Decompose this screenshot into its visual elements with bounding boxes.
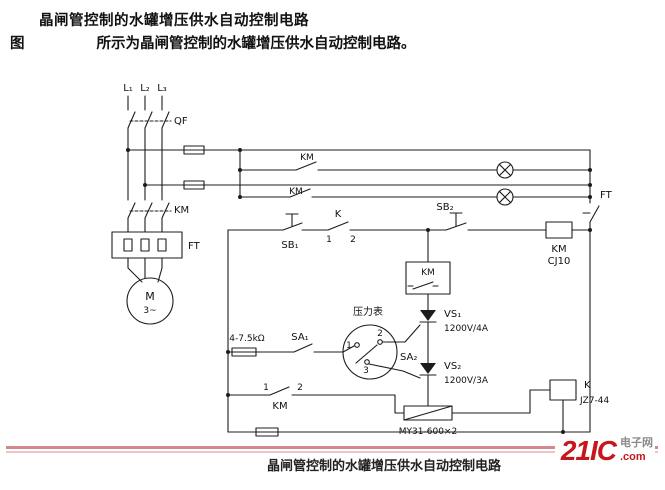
label-bottom-terminal-2: 2: [297, 383, 303, 393]
label-gauge-terminal-1: 1: [346, 341, 352, 351]
label-resistor-range: 4-7.5kΩ: [229, 334, 264, 344]
pressure-gauge: [342, 324, 398, 380]
fuse-3: [255, 427, 279, 437]
thermal-relay-ft: [111, 231, 183, 259]
lamp-row-2: [239, 188, 591, 206]
vs2-gate-wire: [368, 363, 421, 379]
label-terminal-1: 1: [326, 235, 332, 245]
page-title: 晶闸管控制的水罐增压供水自动控制电路: [39, 13, 309, 29]
supply-rail-2: [144, 180, 591, 190]
label-switch-sa1: SA₁: [291, 332, 308, 343]
contactor-coil-km: [545, 221, 573, 239]
label-switch-sa2: SA₂: [400, 352, 417, 363]
label-varistor-my31: MY31-600×2: [399, 427, 457, 437]
label-motor-phases: 3~: [143, 306, 156, 316]
fuse-2: [183, 180, 205, 190]
label-relay-coil-k: K: [584, 380, 591, 391]
supply-rail-1: [127, 145, 591, 155]
resistor-branch: [227, 343, 344, 357]
thyristor-vs1: [381, 310, 437, 364]
label-thyristor-vs1: VS₁: [444, 309, 461, 320]
label-pressure-gauge: 压力表: [353, 305, 383, 318]
label-thyristor-vs2-rating: 1200V/3A: [444, 376, 489, 386]
thyristor-vs2: [368, 363, 437, 407]
label-stop-button-sb1: SB₁: [281, 240, 298, 251]
bottom-rail: [227, 427, 591, 437]
label-selfhold-contact-km: KM: [421, 268, 435, 278]
label-bottom-terminal-1: 1: [263, 383, 269, 393]
indicator-lamp-1: [496, 161, 514, 179]
label-thyristor-vs2: VS₂: [444, 361, 461, 372]
power-phase-lines: [127, 95, 170, 201]
watermark: 21IC 电子网 .com: [554, 435, 655, 466]
figure-caption: 晶闸管控制的水罐增压供水自动控制电路: [267, 458, 502, 473]
label-phase-l1: L₁: [123, 83, 133, 94]
label-lamp-contact-km-1: KM: [300, 153, 314, 163]
label-start-button-sb2: SB₂: [436, 202, 453, 213]
relay-coil-k: [549, 379, 577, 433]
thermal-contact-ft: [582, 205, 600, 223]
resistor: [231, 347, 257, 357]
label-thermal-contact-ft: FT: [600, 190, 613, 201]
circuit-labels: L₁ L₂ L₃ QF KM FT M 3~ KM KM FT SB₁ 1 2 …: [123, 83, 612, 437]
start-button-sb2: [445, 212, 467, 231]
label-motor-m: M: [145, 290, 155, 303]
label-bottom-contact-km: KM: [272, 401, 287, 412]
selfhold-contact-km: [405, 229, 451, 311]
relay-contact-k: [327, 221, 349, 231]
label-gauge-terminal-2: 2: [377, 329, 383, 339]
watermark-stack: 电子网 .com: [620, 437, 653, 465]
label-terminal-2: 2: [350, 235, 356, 245]
contactor-main-contacts-km: [127, 202, 172, 233]
vs1-gate-wire: [381, 324, 421, 343]
stop-button-sb1: [282, 213, 303, 231]
label-relay-contact-k: K: [335, 209, 342, 220]
label-phase-l2: L₂: [140, 83, 150, 94]
watermark-domain: .com: [620, 451, 646, 463]
label-phase-l3: L₃: [157, 83, 167, 94]
bottom-contact-km: [227, 386, 396, 396]
figure-intro: 图 所示为晶闸管控制的水罐增压供水自动控制电路。: [10, 32, 416, 53]
fuse-1: [183, 145, 205, 155]
intro-text: 所示为晶闸管控制的水罐增压供水自动控制电路。: [96, 36, 416, 52]
gauge-contact-1: [354, 342, 360, 348]
varistor-my31: [394, 389, 551, 421]
gauge-contact-3: [364, 359, 370, 365]
label-breaker-qf: QF: [174, 116, 188, 127]
junction-dots: [126, 148, 592, 434]
indicator-lamp-2: [496, 188, 514, 206]
label-gauge-terminal-3: 3: [363, 366, 369, 376]
gauge-needle: [342, 344, 378, 364]
label-lamp-contact-km-2: KM: [289, 187, 303, 197]
label-contactor-main-km: KM: [174, 205, 189, 216]
lamp-row-1: [239, 161, 591, 179]
watermark-brand: 21IC: [560, 435, 617, 466]
label-thyristor-vs1-rating: 1200V/4A: [444, 324, 489, 334]
label-contactor-coil-km: KM: [551, 244, 566, 255]
label-contactor-model: CJ10: [548, 256, 571, 267]
watermark-site-name: 电子网: [620, 437, 653, 450]
label-relay-model-k: JZ7-44: [579, 396, 610, 406]
separator-rule-top: [6, 446, 658, 449]
figure-label: 图: [10, 36, 25, 52]
separator-rule-bottom: [6, 451, 658, 453]
label-thermal-relay-ft: FT: [188, 241, 201, 252]
gauge-contact-2: [377, 339, 383, 345]
motor-m: [126, 257, 174, 325]
